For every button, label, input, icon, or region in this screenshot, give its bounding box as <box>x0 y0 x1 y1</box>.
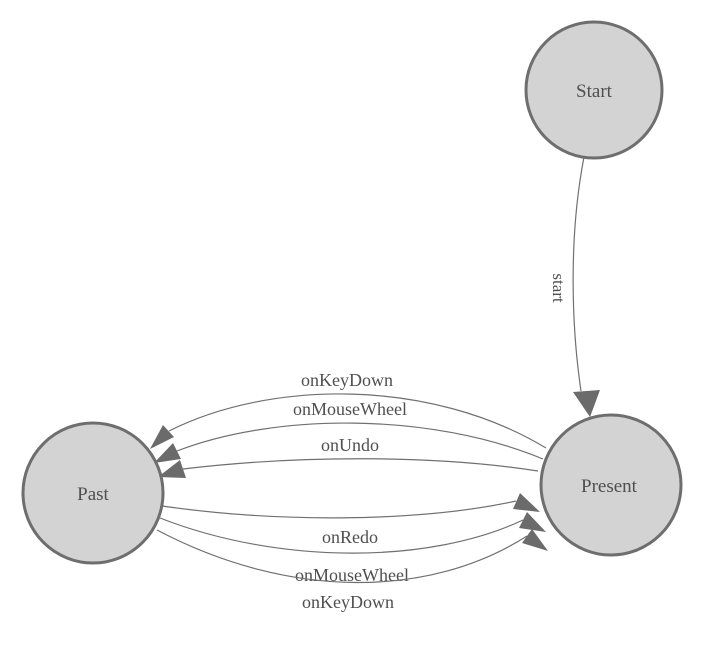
state-label-start: Start <box>576 81 613 102</box>
state-circle-present <box>539 413 683 557</box>
edge-line-onmousewheel-bottom <box>159 517 524 554</box>
edge-label-onmousewheel-bottom: onMouseWheel <box>295 565 409 585</box>
edge-line-start <box>572 156 585 392</box>
edge-line-onkeydown-bottom <box>156 529 528 584</box>
edge-start-to-present: start <box>549 156 600 417</box>
edge-line-onredo <box>161 500 517 519</box>
edge-line-onmousewheel-top <box>176 422 544 460</box>
edge-present-to-past-onkeydown: onKeyDown <box>150 370 547 449</box>
edge-line-onundo <box>182 458 539 472</box>
edge-past-to-present-onredo: onRedo <box>161 493 540 547</box>
state-label-past: Past <box>77 484 109 505</box>
state-node-start: Start <box>524 20 664 160</box>
state-node-past: Past <box>21 421 165 565</box>
arrowhead-start-to-present <box>573 390 600 417</box>
arrowhead-onredo-to-present <box>513 493 540 512</box>
edge-past-to-present-onmousewheel: onMouseWheel <box>159 512 546 585</box>
edge-present-to-past-onundo: onUndo <box>158 435 539 478</box>
arrowhead-onmousewheel-to-present <box>519 512 546 532</box>
edge-past-to-present-onkeydown: onKeyDown <box>156 529 548 612</box>
arrowhead-onundo-to-past <box>158 460 186 478</box>
arrowhead-onkeydown-to-past <box>150 425 174 449</box>
edge-label-onkeydown-top: onKeyDown <box>301 370 393 390</box>
state-node-present: Present <box>539 413 683 557</box>
edge-label-onmousewheel-top: onMouseWheel <box>293 399 407 419</box>
state-circle-start <box>524 20 664 160</box>
edge-label-onkeydown-bottom: onKeyDown <box>302 592 394 612</box>
arrowhead-onmousewheel-to-past <box>154 443 181 463</box>
edge-line-onkeydown-top <box>168 393 547 449</box>
edge-present-to-past-onmousewheel: onMouseWheel <box>154 399 544 463</box>
edge-label-onundo: onUndo <box>321 435 379 455</box>
arrowhead-onkeydown-to-present <box>522 529 548 551</box>
edge-label-onredo: onRedo <box>322 527 378 547</box>
state-circle-past <box>21 421 165 565</box>
edge-label-start: start <box>549 273 568 303</box>
state-label-present: Present <box>581 476 638 497</box>
